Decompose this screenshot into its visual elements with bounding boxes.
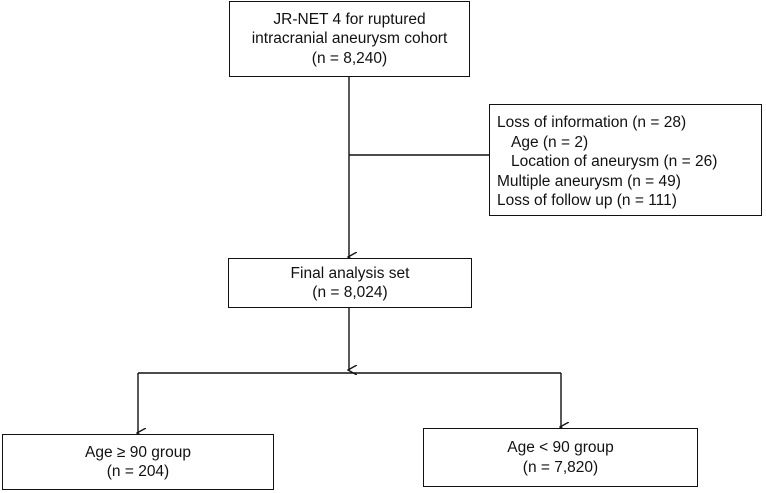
group-age-under-90-title: Age < 90 group <box>507 439 614 456</box>
final-analysis-count: (n = 8,024) <box>312 284 388 301</box>
cohort-count: (n = 8,240) <box>311 49 388 67</box>
group-age-90-plus-box: Age ≥ 90 group (n = 204) <box>2 434 274 490</box>
exclusion-location-of-aneurysm: Location of aneurysm (n = 26) <box>511 153 718 170</box>
cohort-title-line-1: JR-NET 4 for ruptured <box>273 10 426 28</box>
cohort-box: JR-NET 4 for ruptured intracranial aneur… <box>229 1 470 77</box>
group-age-90-plus-title: Age ≥ 90 group <box>85 443 191 461</box>
group-age-under-90-count: (n = 7,820) <box>522 458 599 476</box>
exclusion-multiple-aneurysm: Multiple aneurysm (n = 49) <box>497 172 681 190</box>
exclusion-age: Age (n = 2) <box>511 133 589 151</box>
group-age-90-plus-count: (n = 204) <box>106 463 170 480</box>
final-analysis-box: Final analysis set (n = 8,024) <box>228 258 472 308</box>
exclusion-loss-of-follow-up: Loss of follow up (n = 111) <box>497 192 677 209</box>
group-age-under-90-box: Age < 90 group (n = 7,820) <box>423 428 698 487</box>
exclusion-loss-of-information: Loss of information (n = 28) <box>497 114 687 131</box>
cohort-title-line-2: intracranial aneurysm cohort <box>251 30 448 48</box>
exclusions-box: Loss of information (n = 28) Age (n = 2)… <box>489 104 762 216</box>
final-analysis-title: Final analysis set <box>290 264 410 282</box>
